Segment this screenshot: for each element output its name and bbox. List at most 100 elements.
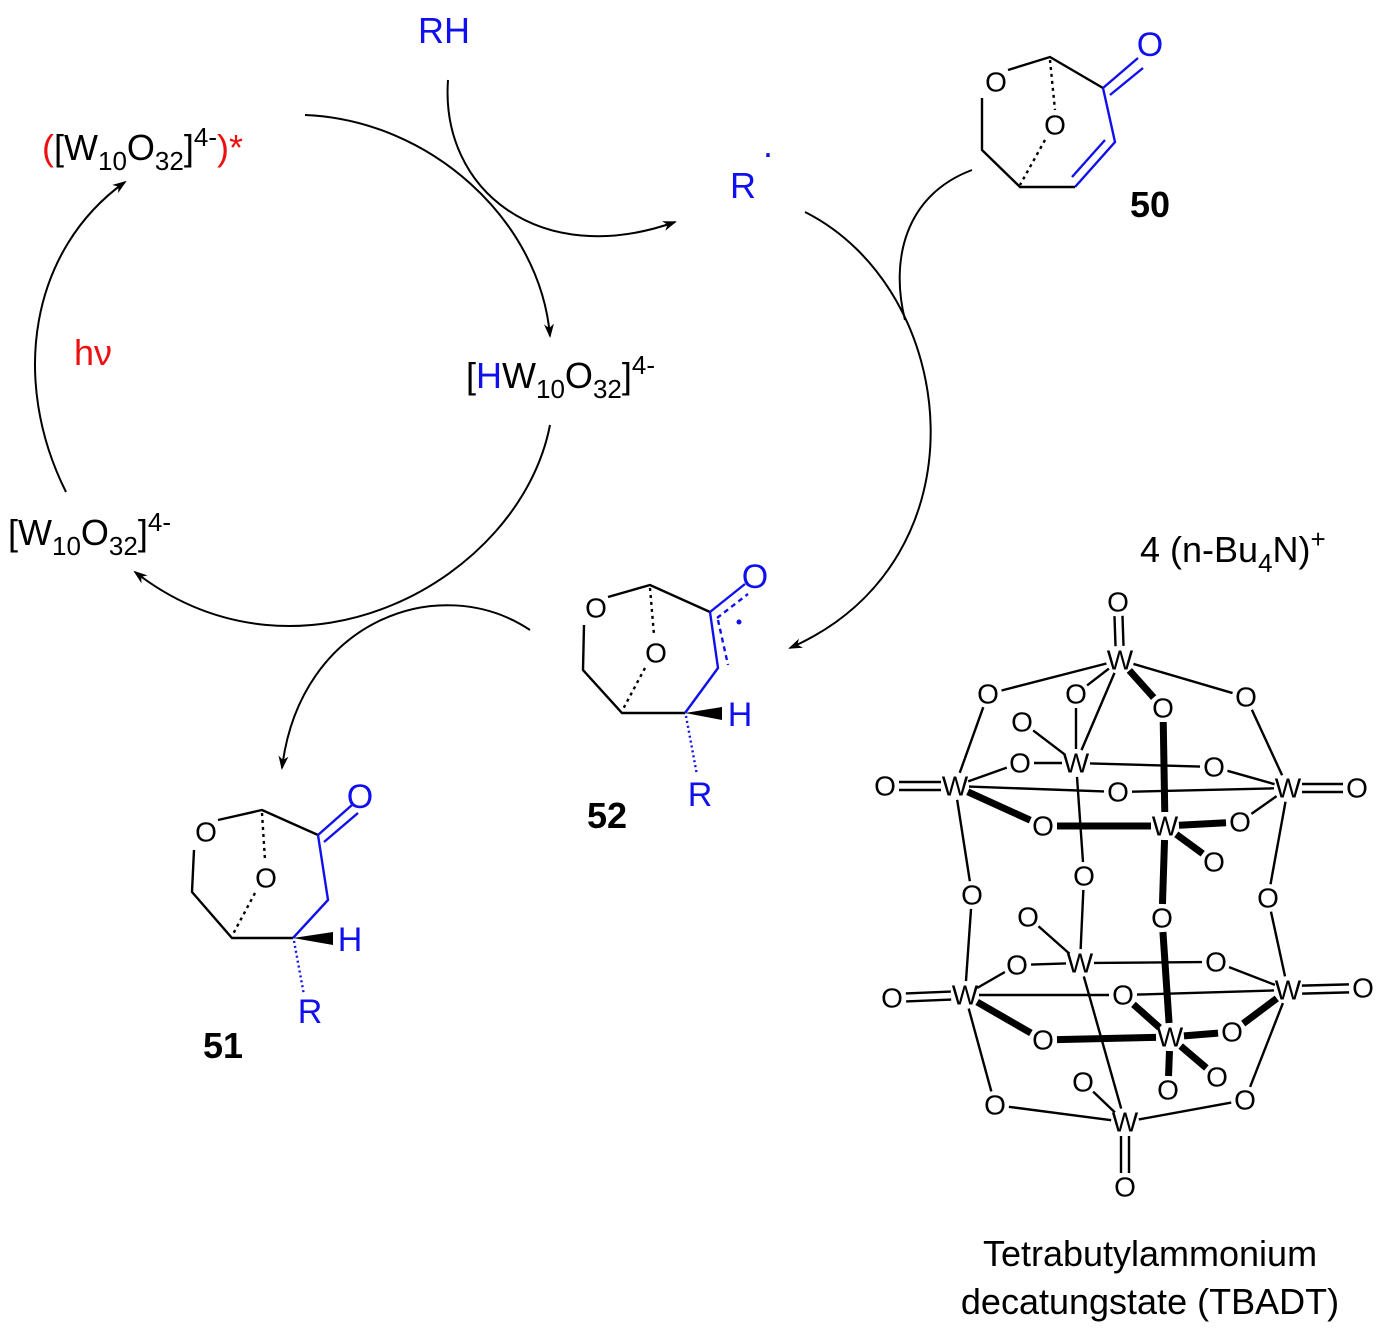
atom-background — [1005, 953, 1029, 977]
atom-background — [1256, 886, 1280, 910]
atom-background — [1345, 776, 1369, 800]
tbadt-name-line1: Tetrabutylammonium — [983, 1233, 1317, 1274]
atom-o: O — [585, 593, 607, 624]
atom-o: O — [961, 880, 983, 911]
atom-background — [1106, 780, 1130, 804]
atom-o: O — [1011, 707, 1033, 738]
atom-background — [1111, 983, 1135, 1007]
atom-o: O — [195, 817, 217, 848]
atom-o: O — [977, 679, 999, 710]
atom-background — [1202, 755, 1226, 779]
atom-background — [1108, 648, 1132, 672]
ground-decatungstate-label: [W10O32]4- — [8, 507, 171, 561]
radical-dot: · — [762, 132, 774, 173]
atom-background — [1064, 682, 1088, 706]
w-o-double-bond — [906, 998, 952, 1003]
arrow-excitation — [34, 180, 127, 493]
atom-o: O — [1257, 883, 1279, 914]
radical-label: R — [730, 165, 756, 206]
atom-o: O — [1009, 748, 1031, 779]
reduced-decatungstate-label: [HW10O32]4- — [466, 350, 655, 404]
w-o-bond — [964, 908, 973, 982]
compound-51: O O O H R 51 — [190, 778, 373, 1066]
w-o-double-bond — [1121, 615, 1125, 646]
atom-o: O — [1234, 1085, 1256, 1116]
atom-background — [1016, 905, 1040, 929]
compound-50: O O O 50 — [980, 26, 1170, 225]
w-o-bond-bold — [1158, 839, 1169, 905]
atom-background — [1071, 1070, 1095, 1094]
w-o-bond — [967, 766, 1008, 783]
atom-o: O — [1229, 807, 1251, 838]
atom-background — [1202, 850, 1226, 874]
atom-background — [1220, 1020, 1244, 1044]
atom-background — [1106, 590, 1130, 614]
atom-o: O — [1152, 693, 1174, 724]
hnu-label: hν — [74, 332, 112, 373]
atom-o: O — [1151, 903, 1173, 934]
w-o-bond — [1131, 787, 1275, 793]
w-o-bond — [955, 799, 972, 882]
w-o-bond — [1250, 795, 1278, 815]
atom-background — [1233, 1088, 1257, 1112]
atom-background — [1158, 1025, 1182, 1049]
w-o-bond — [1008, 1105, 1112, 1122]
atom-background — [1150, 906, 1174, 930]
atom-o: O — [1073, 861, 1095, 892]
atom-background — [1113, 1175, 1137, 1199]
w-o-bond — [1037, 925, 1071, 955]
atom-background — [1204, 950, 1228, 974]
w-o-double-bond — [1113, 616, 1117, 647]
atom-w: W — [1275, 975, 1302, 1006]
atom-w: W — [1152, 811, 1179, 842]
atom-background — [1010, 710, 1034, 734]
atom-o: O — [1065, 679, 1087, 710]
compound-52-label: 52 — [587, 795, 627, 836]
atom-h: H — [338, 921, 363, 959]
atom-background — [1351, 976, 1375, 1000]
w-o-bond-bold — [1174, 831, 1205, 857]
w-o-bond — [1228, 965, 1276, 987]
atom-o: O — [1352, 973, 1374, 1004]
w-o-double-bond — [1301, 983, 1349, 987]
atom-o: O — [1205, 947, 1227, 978]
w-o-bond-bold — [1056, 1033, 1157, 1044]
atom-o: O — [874, 771, 896, 802]
atom-o: O — [1157, 1075, 1179, 1106]
atom-w: W — [1063, 748, 1090, 779]
atom-o: O — [1206, 1062, 1228, 1093]
atom-r: R — [688, 776, 713, 814]
w-o-bond — [967, 1008, 993, 1092]
atom-background — [873, 774, 897, 798]
atom-background — [943, 774, 967, 798]
atom-background — [1276, 776, 1300, 800]
atom-background — [960, 883, 984, 907]
atom-o: O — [1346, 773, 1368, 804]
arrow-50-join — [898, 169, 973, 321]
w-o-bond-bold — [1241, 995, 1279, 1027]
w-o-bond — [1250, 709, 1284, 776]
atom-o: O — [1032, 811, 1054, 842]
atom-background — [1031, 814, 1055, 838]
atom-w: W — [1157, 1022, 1184, 1053]
w-o-bond — [1138, 1101, 1232, 1121]
arrow-radical-addition — [788, 211, 932, 649]
atom-background — [1008, 751, 1032, 775]
atom-h: H — [728, 696, 753, 734]
atom-o: O — [255, 863, 277, 894]
atom-background — [1153, 814, 1177, 838]
compound-52: O O O H R 52 — [581, 558, 768, 836]
atom-background — [1234, 685, 1258, 709]
atom-w: W — [1112, 1107, 1139, 1138]
atom-background — [1068, 951, 1092, 975]
w-o-bond — [1030, 962, 1067, 966]
atom-background — [976, 682, 1000, 706]
w-o-bond-bold — [1126, 668, 1157, 700]
atom-w: W — [1107, 645, 1134, 676]
w-o-bond — [1001, 662, 1107, 692]
atom-background — [1064, 751, 1088, 775]
compound-51-label: 51 — [203, 1025, 243, 1066]
w-o-bond-bold — [1183, 1029, 1219, 1040]
atom-background — [1072, 864, 1096, 888]
